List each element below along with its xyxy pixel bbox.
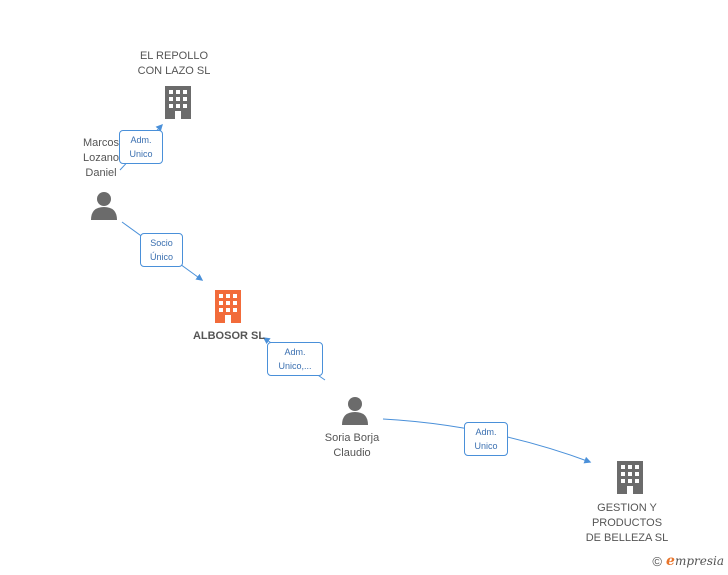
role-line: Unico,... bbox=[278, 361, 312, 371]
role-line: Unico bbox=[129, 149, 153, 159]
role-line: Adm. bbox=[475, 427, 497, 437]
person-icon[interactable] bbox=[340, 395, 370, 425]
role-line: Unico bbox=[474, 441, 498, 451]
role-box-marcos-albosor[interactable]: Socio Único bbox=[140, 233, 183, 267]
role-box-soria-albosor[interactable]: Adm. Unico,... bbox=[267, 342, 323, 376]
building-icon-main[interactable] bbox=[213, 290, 243, 323]
role-line: Socio bbox=[150, 238, 173, 248]
label-line: EL REPOLLO bbox=[139, 50, 209, 62]
label-line: GESTION Y bbox=[597, 502, 657, 514]
role-box-marcos-repollo[interactable]: Adm. Unico bbox=[119, 130, 163, 164]
brand-e: e bbox=[666, 553, 675, 569]
label-line: Daniel bbox=[85, 167, 117, 179]
brand-logo: © empresia bbox=[652, 553, 724, 569]
company-label-albosor[interactable]: ALBOSOR SL bbox=[174, 329, 284, 344]
label-line: Claudio bbox=[333, 447, 371, 459]
person-label-marcos[interactable]: Marcos Lozano Daniel bbox=[71, 136, 131, 181]
label-line: PRODUCTOS bbox=[591, 517, 663, 529]
brand-rest: mpresia bbox=[674, 554, 724, 568]
label-line: Soria Borja bbox=[324, 432, 380, 444]
person-icon[interactable] bbox=[89, 190, 119, 220]
role-line: Adm. bbox=[130, 135, 152, 145]
building-icon[interactable] bbox=[615, 461, 645, 494]
role-line: Adm. bbox=[284, 347, 306, 357]
label-line: Marcos bbox=[82, 137, 120, 149]
brand-wordmark: empresia bbox=[666, 553, 724, 569]
label-line: CON LAZO SL bbox=[137, 65, 211, 77]
building-icon[interactable] bbox=[163, 86, 193, 119]
role-box-soria-gestion[interactable]: Adm. Unico bbox=[464, 422, 508, 456]
label-line: ALBOSOR SL bbox=[192, 330, 266, 342]
role-line: Único bbox=[149, 252, 173, 262]
label-line: Lozano bbox=[82, 152, 120, 164]
copyright-symbol: © bbox=[652, 553, 663, 569]
label-line: DE BELLEZA SL bbox=[585, 532, 669, 544]
company-label-gestion[interactable]: GESTION Y PRODUCTOS DE BELLEZA SL bbox=[576, 501, 678, 546]
company-label-el-repollo[interactable]: EL REPOLLO CON LAZO SL bbox=[124, 49, 224, 79]
person-label-soria[interactable]: Soria Borja Claudio bbox=[302, 431, 402, 461]
